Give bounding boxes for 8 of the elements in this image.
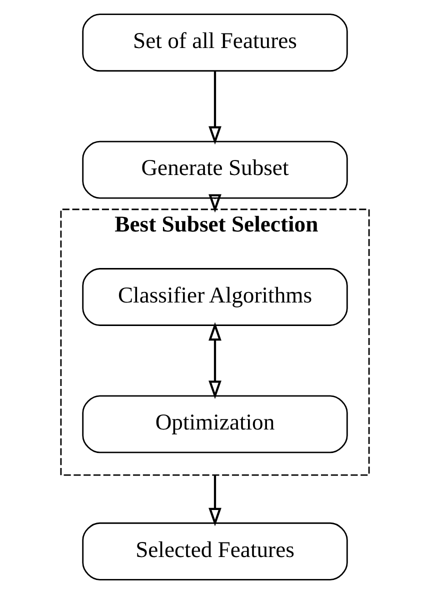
arrow xyxy=(208,322,222,400)
node-box: Optimization xyxy=(82,395,348,454)
node-box: Set of all Features xyxy=(82,14,348,72)
arrow xyxy=(208,71,222,145)
arrow xyxy=(208,194,222,213)
node-box: Classifier Algorithms xyxy=(82,268,348,326)
arrow xyxy=(208,475,222,526)
node-box: Selected Features xyxy=(82,522,348,580)
